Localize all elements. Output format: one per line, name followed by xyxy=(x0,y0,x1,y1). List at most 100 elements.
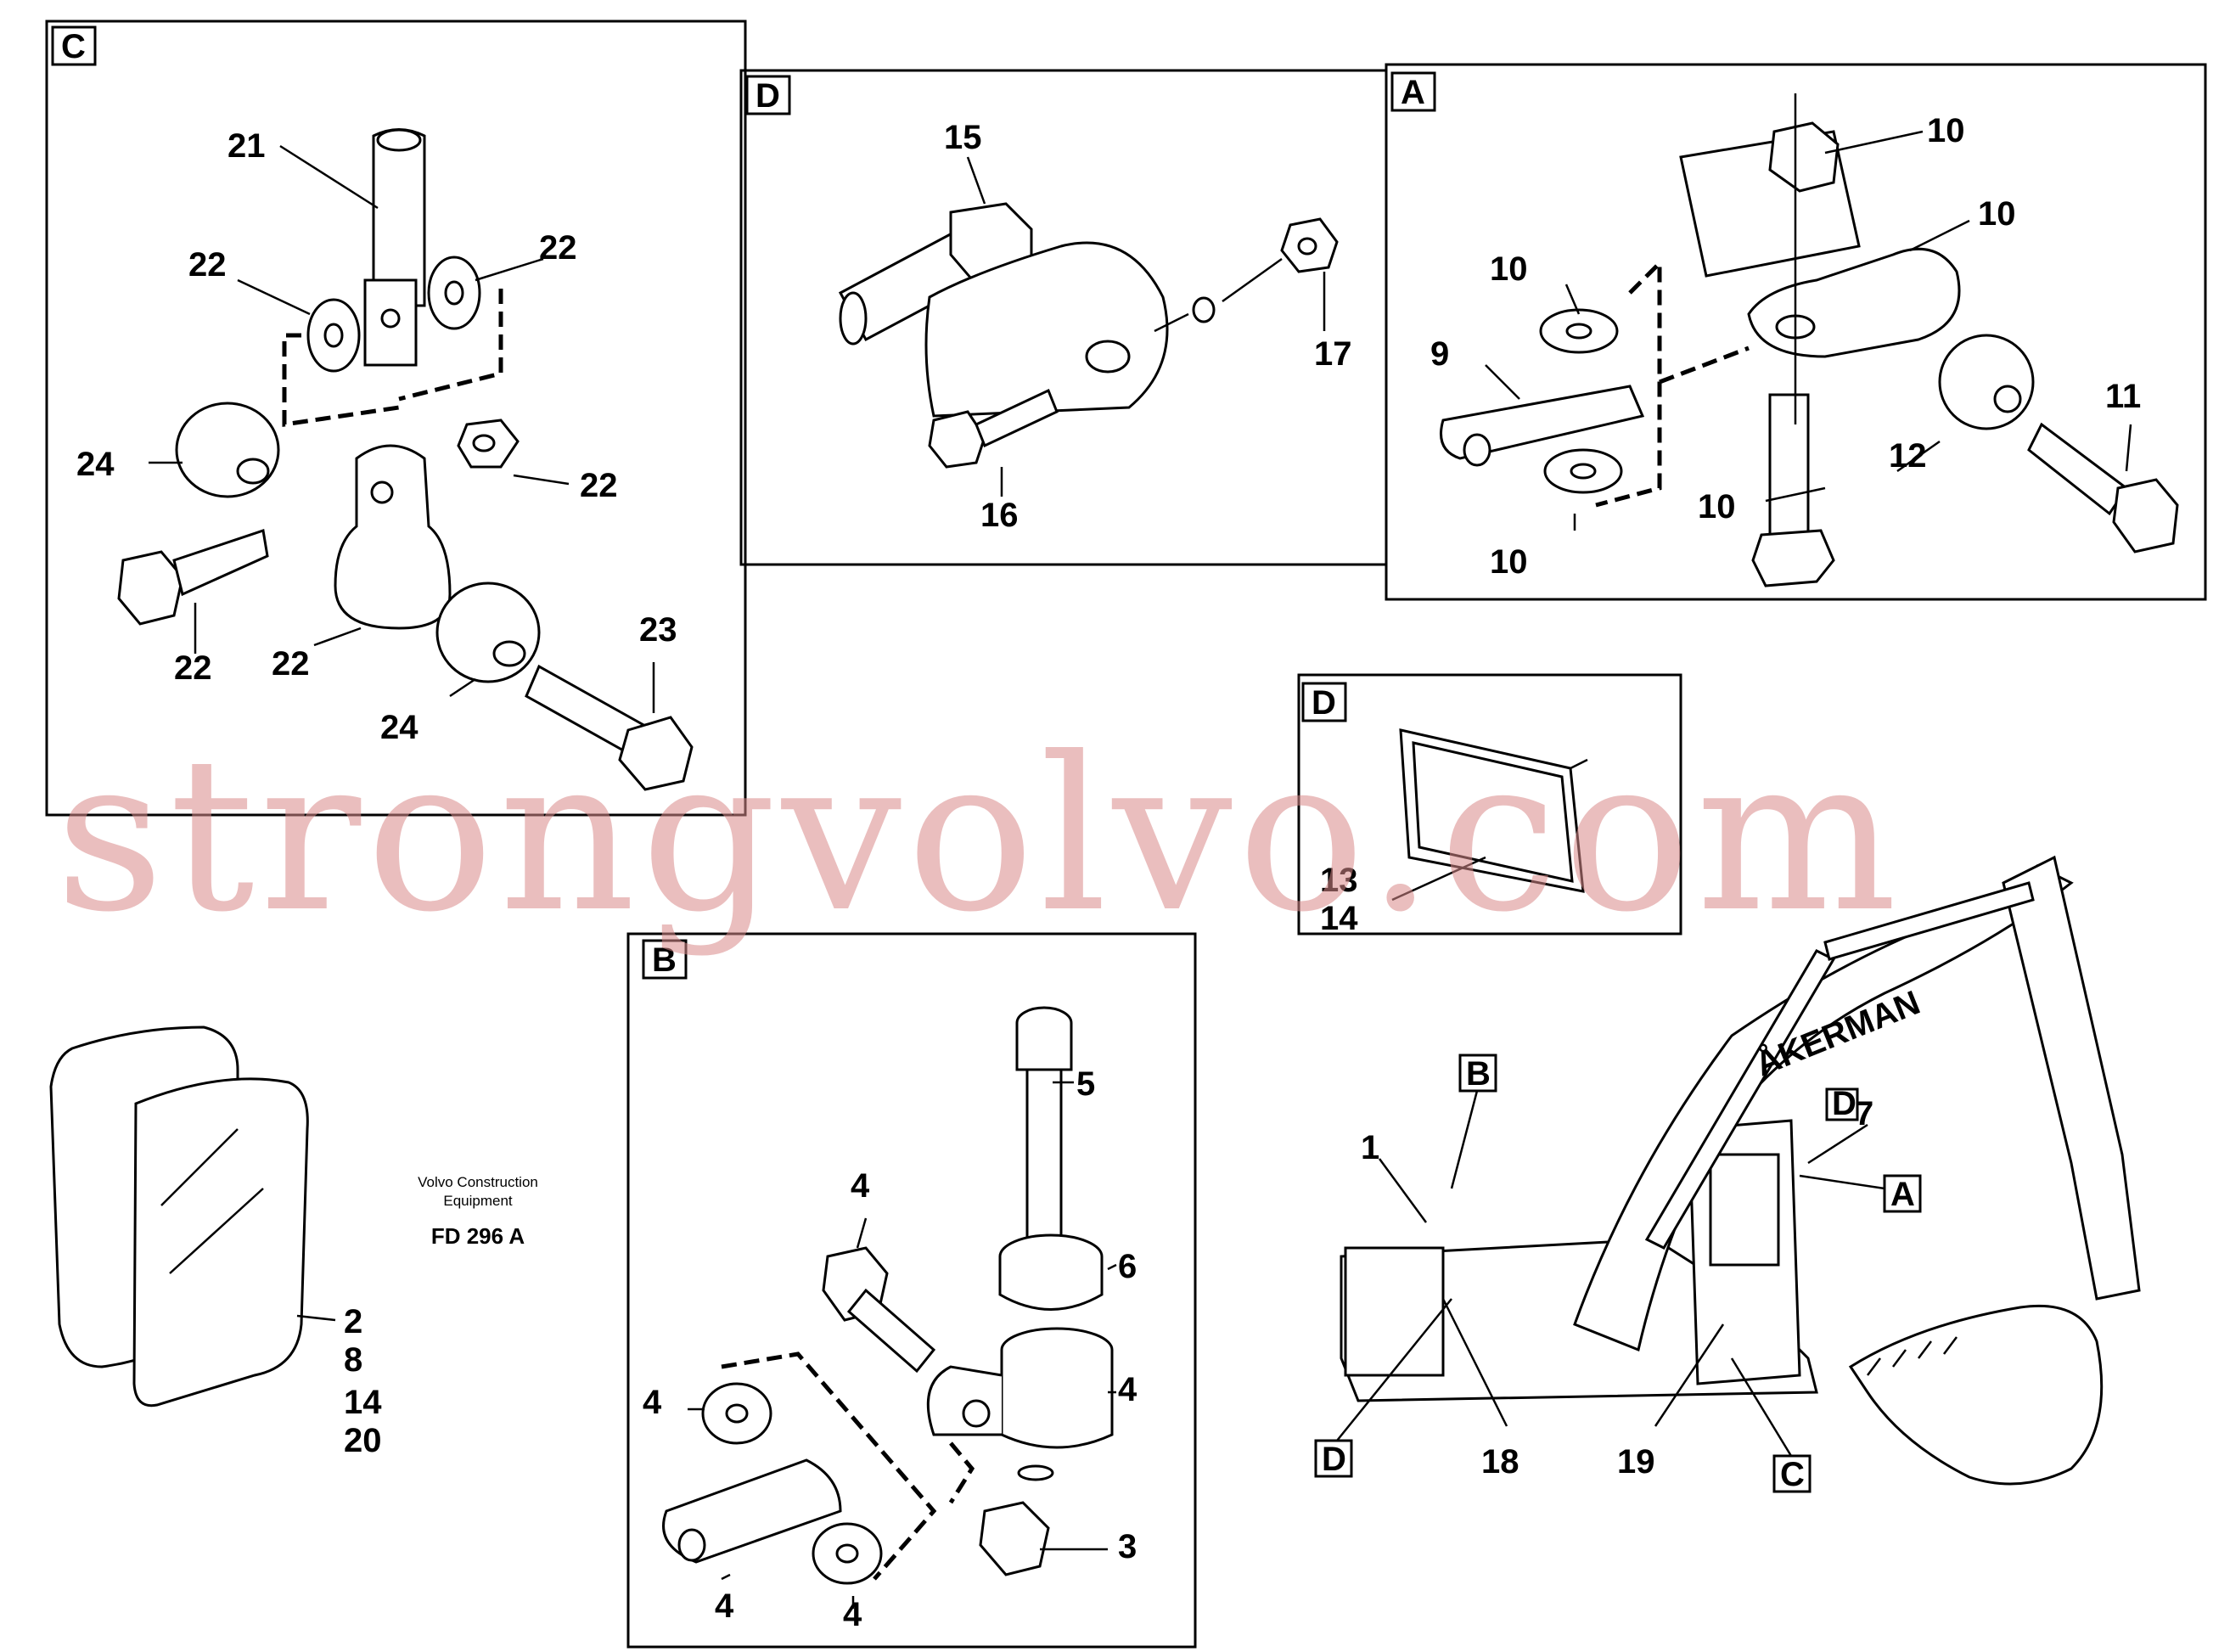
bushing-12 xyxy=(1938,334,2035,430)
label-3: 4 xyxy=(715,1587,734,1625)
label-16: 16 xyxy=(980,497,1019,534)
panel-d-top-tag-box xyxy=(745,75,791,115)
label-13: 13 xyxy=(1320,862,1358,899)
washer-a-bottom-hole xyxy=(1570,463,1597,480)
bolt-16-head xyxy=(928,410,986,469)
label-23: 23 xyxy=(639,611,677,649)
panel-c-tag-box xyxy=(51,25,97,66)
panel-b-tag-box xyxy=(642,939,688,980)
excavator-leaders xyxy=(1336,1090,1885,1457)
bolt-11-head xyxy=(2112,478,2179,553)
nut-hole xyxy=(472,434,496,452)
label-4a: 4 xyxy=(851,1167,870,1205)
panel-d-mirror-frame xyxy=(1297,673,1682,936)
bolt-5-head xyxy=(1015,1023,1073,1071)
drawing-code: FD 296 A xyxy=(431,1223,525,1249)
panel-d-top: D 15 16 17 xyxy=(739,69,1388,566)
label-10b: 10 xyxy=(1978,195,2016,233)
label-17: 17 xyxy=(1314,335,1352,373)
bolt-10-head xyxy=(1751,529,1835,587)
label-11: 11 xyxy=(2105,378,2141,415)
label-8: 8 xyxy=(344,1341,362,1379)
bushing-lower xyxy=(435,582,541,683)
tube-end xyxy=(376,128,422,152)
label-21: 21 xyxy=(227,127,266,165)
label-22c: 22 xyxy=(580,467,618,504)
label-10c: 10 xyxy=(1490,250,1528,288)
bolt-head xyxy=(117,550,184,626)
panel-d-top-leaders xyxy=(966,156,1326,497)
label-1: 1 xyxy=(1361,1129,1379,1166)
panel-b-tag: B xyxy=(652,941,677,979)
washer-right-hole xyxy=(444,280,464,306)
bolt-5-shank xyxy=(1025,1068,1063,1250)
panel-b: B 5 4 6 4 4 4 3 4 xyxy=(626,932,1197,1649)
bolt-23-head xyxy=(618,716,694,791)
label-6: 6 xyxy=(1118,1248,1137,1285)
callout-a: A xyxy=(1890,1176,1915,1213)
caption: Volvo Construction Equipment FD 296 A xyxy=(418,1174,538,1249)
label-4c: 4 xyxy=(643,1384,662,1421)
label-2: 2 xyxy=(344,1303,362,1340)
panel-c-tag: C xyxy=(61,28,86,65)
label-10e: 10 xyxy=(1490,543,1528,581)
clamp-tab xyxy=(926,1365,1003,1436)
label-22b: 22 xyxy=(539,229,577,267)
panel-d-top-tag: D xyxy=(756,77,780,115)
bucket xyxy=(1848,1304,2104,1486)
sleeve xyxy=(1000,1350,1114,1449)
panel-a-tag: A xyxy=(1401,74,1425,111)
panel-d-mirror-tag: D xyxy=(1312,684,1336,722)
arm-3 xyxy=(662,1458,842,1564)
bushing-lower-hole xyxy=(492,640,526,667)
label-24a: 24 xyxy=(76,446,115,483)
clamp-tab-hole xyxy=(962,1399,991,1428)
small-washer-b xyxy=(1017,1464,1054,1481)
callout-c-box xyxy=(1772,1454,1812,1493)
mirror-glass-front xyxy=(132,1077,309,1408)
clamp-hole xyxy=(370,480,394,504)
nut-top xyxy=(1768,121,1840,193)
panel-a-leaders xyxy=(1485,130,2132,531)
label-12: 12 xyxy=(1889,437,1927,475)
panel-b-leaders xyxy=(688,1081,1117,1609)
label-20: 20 xyxy=(344,1422,382,1459)
label-14: 14 xyxy=(1320,900,1358,937)
label-4e: 4 xyxy=(843,1596,862,1633)
label-22e: 22 xyxy=(272,645,310,683)
washer-b-lower-hole xyxy=(835,1543,859,1564)
bucket-teeth xyxy=(1867,1336,1958,1376)
callout-d-box xyxy=(1314,1439,1353,1478)
nut-b xyxy=(979,1501,1050,1576)
callout-d2-box xyxy=(1825,1087,1859,1121)
label-14b: 14 xyxy=(344,1384,382,1421)
arm-9-eye xyxy=(1463,433,1491,467)
callout-a-box xyxy=(1883,1174,1922,1213)
housing-hole xyxy=(1085,340,1131,374)
panel-a-frame xyxy=(1385,63,2207,601)
panel-c: C 21 22 22 24 22 xyxy=(45,20,747,817)
label-18: 18 xyxy=(1481,1443,1519,1481)
panel-d-mirror-tag-box xyxy=(1301,682,1347,722)
label-19: 19 xyxy=(1617,1443,1655,1481)
label-7: 7 xyxy=(1855,1095,1873,1132)
callout-b-box xyxy=(1458,1054,1497,1093)
bolt-16-shank xyxy=(975,388,1059,448)
clamp-part xyxy=(334,444,452,630)
cab-window xyxy=(1709,1153,1780,1267)
panel-a: A 10 10 10 9 12 11 10 10 xyxy=(1385,63,2207,601)
callout-c: C xyxy=(1780,1456,1805,1493)
arm-3-eye xyxy=(677,1528,706,1562)
counterweight xyxy=(1344,1246,1445,1377)
company-line-2: Equipment xyxy=(443,1193,513,1209)
mirror-assembly: 2 8 14 20 xyxy=(49,1025,382,1459)
label-10d: 10 xyxy=(1698,488,1736,525)
watermark: strongvolvo.com xyxy=(55,711,1902,958)
panel-b-frame xyxy=(626,932,1197,1649)
mirror-glass xyxy=(1412,741,1574,883)
washer-a-top-hole xyxy=(1565,323,1592,340)
bushing-upper-hole xyxy=(236,458,270,485)
callout-b: B xyxy=(1466,1055,1491,1093)
stick xyxy=(2002,855,2141,1301)
